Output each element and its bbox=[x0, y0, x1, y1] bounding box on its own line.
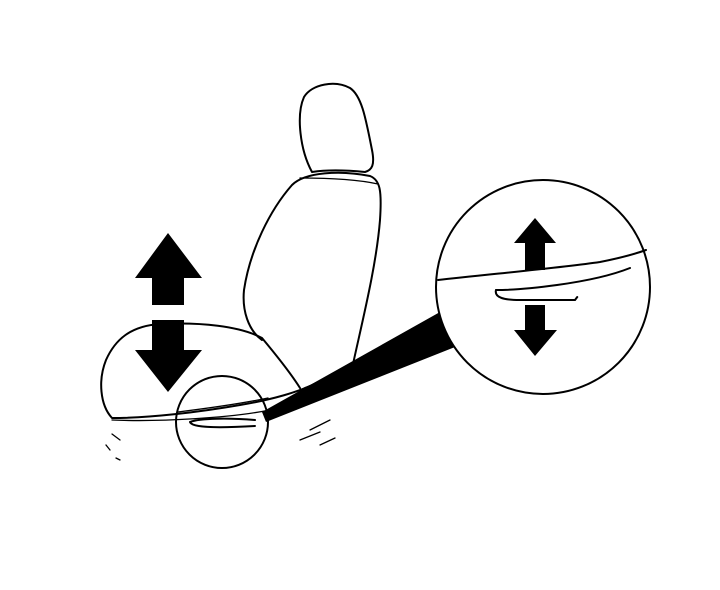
headrest bbox=[298, 82, 375, 173]
small-down-arrow-icon bbox=[514, 305, 557, 356]
seat-cushion bbox=[100, 322, 351, 419]
small-up-arrow-icon bbox=[514, 218, 556, 270]
zoom-wedge bbox=[262, 312, 455, 422]
seat-height-lever-icon bbox=[189, 417, 256, 429]
small-detail-circle bbox=[175, 375, 269, 469]
backrest bbox=[242, 171, 382, 389]
up-down-arrow-icon bbox=[135, 233, 202, 392]
magnifier-circle-icon bbox=[175, 179, 651, 469]
